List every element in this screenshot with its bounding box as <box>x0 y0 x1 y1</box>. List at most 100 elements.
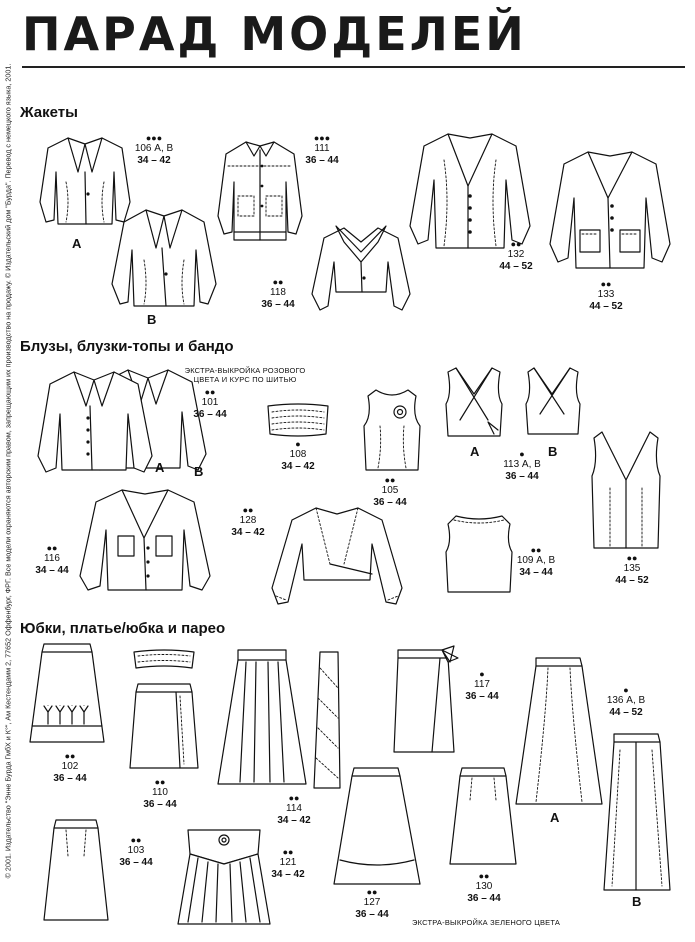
blouse-101a-drawing[interactable] <box>30 366 160 478</box>
copyright-text: © 2001. Издательство "Энне Бурда ГмбХ и … <box>3 63 13 879</box>
model-number: 109 А, В <box>516 555 556 566</box>
model-number: 116 <box>44 553 60 564</box>
top-113a-drawing[interactable] <box>440 364 510 442</box>
model-label-128: ●● 128 34 – 42 <box>226 506 270 538</box>
skirt-117-drawing[interactable] <box>384 645 464 756</box>
difficulty-dots: ●● <box>272 277 284 287</box>
model-number: 135 <box>623 563 641 574</box>
top-109-drawing[interactable] <box>440 512 518 596</box>
vest-135-drawing[interactable] <box>586 428 666 552</box>
blouse-128-drawing[interactable] <box>262 504 412 610</box>
skirt-114-drawing[interactable] <box>214 646 310 788</box>
skirt-102-drawing[interactable] <box>24 640 110 746</box>
model-number: 114 <box>286 803 302 814</box>
difficulty-dots: ●● <box>510 239 522 249</box>
blouse-116-drawing[interactable] <box>70 486 220 596</box>
model-label-102: ●● 102 36 – 44 <box>48 752 92 784</box>
model-number: 118 <box>270 287 286 298</box>
model-number: 101 <box>201 397 219 408</box>
extra-pattern-green-note: ЭКСТРА-ВЫКРОЙКА ЗЕЛЕНОГО ЦВЕТА <box>412 918 561 927</box>
model-label-127: ●● 127 36 – 44 <box>350 888 394 920</box>
variant-label-a: А <box>155 460 165 475</box>
model-label-133: ●● 133 44 – 52 <box>584 280 628 312</box>
difficulty-dots: ● <box>479 669 485 679</box>
difficulty-dots: ●● <box>600 279 612 289</box>
difficulty-dots: ●● <box>626 553 638 563</box>
difficulty-dots: ●● <box>204 387 216 397</box>
size-range: 36 – 44 <box>467 892 501 904</box>
model-number: 133 <box>597 289 615 300</box>
difficulty-dots: ●● <box>366 887 378 897</box>
jacket-106b-drawing[interactable] <box>104 204 224 316</box>
difficulty-dots: ●● <box>64 751 76 761</box>
skirt-130-drawing[interactable] <box>446 764 520 868</box>
jacket-106a-drawing[interactable] <box>30 132 140 232</box>
skirt-127-drawing[interactable] <box>330 764 424 888</box>
difficulty-dots: ●● <box>46 543 58 553</box>
variant-label-a: А <box>470 444 480 459</box>
variant-label-a: А <box>550 810 560 825</box>
model-number: 130 <box>475 881 493 892</box>
size-range: 36 – 44 <box>373 496 407 508</box>
model-label-135: ●● 135 44 – 52 <box>610 554 654 586</box>
model-label-106: ●●● 106 А, В 34 – 42 <box>132 134 176 166</box>
jacket-132-drawing[interactable] <box>402 130 538 252</box>
section-jackets: Жакеты <box>20 104 78 121</box>
skirt-103-drawing[interactable] <box>40 816 114 924</box>
jacket-111-drawing[interactable] <box>210 136 310 248</box>
size-range: 34 – 42 <box>271 868 305 880</box>
size-range: 36 – 44 <box>261 298 295 310</box>
model-label-130: ●● 130 36 – 44 <box>462 872 506 904</box>
section-skirts: Юбки, платье/юбка и парео <box>20 620 226 637</box>
model-number: 127 <box>363 897 381 908</box>
difficulty-dots: ● <box>623 685 629 695</box>
size-range: 44 – 52 <box>615 574 649 586</box>
difficulty-dots: ●●● <box>313 133 331 143</box>
size-range: 34 – 44 <box>519 566 553 578</box>
model-number: 105 <box>381 485 399 496</box>
difficulty-dots: ● <box>519 449 525 459</box>
size-range: 34 – 42 <box>231 526 265 538</box>
size-range: 36 – 44 <box>53 772 87 784</box>
skirt-110-drawing[interactable] <box>124 648 204 776</box>
size-range: 36 – 44 <box>119 856 153 868</box>
size-range: 34 – 42 <box>281 460 315 472</box>
difficulty-dots: ●● <box>478 871 490 881</box>
skirt-136a-drawing[interactable] <box>514 654 604 808</box>
variant-label-a: А <box>72 236 82 251</box>
top-105-drawing[interactable] <box>356 386 428 476</box>
model-label-118: ●● 118 36 – 44 <box>256 278 300 310</box>
model-label-136: ● 136 А, В 44 – 52 <box>600 686 652 718</box>
model-label-101: ●● 101 36 – 44 <box>188 388 232 420</box>
model-number: 132 <box>507 249 525 260</box>
title-rule <box>22 66 685 68</box>
difficulty-dots: ●● <box>384 475 396 485</box>
model-label-116: ●● 116 34 – 44 <box>30 544 74 576</box>
difficulty-dots: ●● <box>154 777 166 787</box>
model-label-117: ● 117 36 – 44 <box>460 670 504 702</box>
model-number: 113 А, В <box>503 459 541 470</box>
variant-label-b: В <box>147 312 157 327</box>
model-number: 117 <box>474 679 490 690</box>
model-label-121: ●● 121 34 – 42 <box>266 848 310 880</box>
jacket-118-drawing[interactable] <box>306 222 416 318</box>
pareo-114-drawing[interactable] <box>310 648 344 792</box>
variant-label-b: В <box>548 444 558 459</box>
skirt-136b-drawing[interactable] <box>600 730 674 894</box>
model-number: 128 <box>239 515 257 526</box>
difficulty-dots: ●● <box>130 835 142 845</box>
page-title: ПАРАД МОДЕЛЕЙ <box>22 7 527 61</box>
jacket-133-drawing[interactable] <box>540 148 680 274</box>
size-range: 36 – 44 <box>305 154 339 166</box>
size-range: 36 – 44 <box>193 408 227 420</box>
extra-pattern-pink-note: ЭКСТРА-ВЫКРОЙКА РОЗОВОГО ЦВЕТА И КУРС ПО… <box>184 366 306 384</box>
model-label-110: ●● 110 36 – 44 <box>138 778 182 810</box>
difficulty-dots: ●● <box>282 847 294 857</box>
variant-label-b: В <box>632 894 642 909</box>
size-range: 34 – 42 <box>277 814 311 826</box>
bandeau-108-drawing[interactable] <box>266 402 330 438</box>
model-label-111: ●●● 111 36 – 44 <box>300 134 344 166</box>
dress-skirt-121-drawing[interactable] <box>174 824 274 928</box>
top-113b-drawing[interactable] <box>520 364 586 440</box>
size-range: 36 – 44 <box>465 690 499 702</box>
